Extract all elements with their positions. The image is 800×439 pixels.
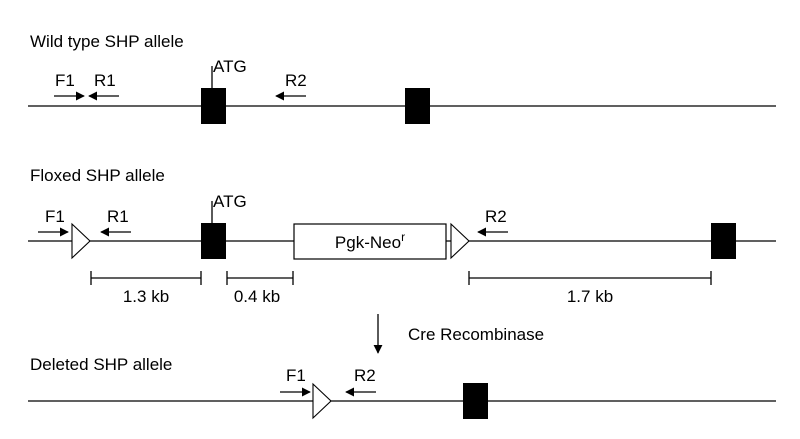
pgk-neo-text: Pgk-Neo [335, 233, 401, 252]
deleted-title: Deleted SHP allele [30, 355, 172, 374]
deleted-r2-label: R2 [354, 366, 376, 385]
deleted-f1-label: F1 [286, 366, 306, 385]
wild-type-exon-2 [405, 88, 430, 124]
distance-1-3kb: 1.3 kb [90, 271, 202, 306]
floxed-loxp-2 [450, 222, 470, 260]
floxed-loxp-1 [71, 222, 91, 260]
distance-2-label: 0.4 kb [234, 287, 280, 306]
floxed-allele: Floxed SHP allele F1 R1 ATG Pgk-Neor R2 … [28, 166, 776, 306]
distance-1-label: 1.3 kb [123, 287, 169, 306]
pgk-neo-label: Pgk-Neor [335, 230, 405, 252]
wild-type-r1-label: R1 [94, 71, 116, 90]
floxed-f1-label: F1 [45, 207, 65, 226]
distance-0-4kb: 0.4 kb [226, 271, 294, 306]
deleted-loxp [312, 382, 332, 420]
pgk-neo-cassette [293, 223, 447, 260]
floxed-r2-label: R2 [485, 207, 507, 226]
floxed-atg-label: ATG [213, 192, 247, 211]
floxed-exon-2 [711, 223, 736, 259]
distance-3-label: 1.7 kb [567, 287, 613, 306]
deleted-allele: Deleted SHP allele F1 R2 [28, 355, 776, 420]
wild-type-atg-label: ATG [213, 57, 247, 76]
floxed-title: Floxed SHP allele [30, 166, 165, 185]
wild-type-exon-1 [201, 88, 226, 124]
wild-type-r2-label: R2 [285, 71, 307, 90]
floxed-exon-1 [201, 223, 226, 259]
pgk-neo-superscript: r [401, 230, 405, 244]
wild-type-title: Wild type SHP allele [30, 32, 184, 51]
distance-1-7kb: 1.7 kb [468, 271, 712, 306]
cre-recombinase-label: Cre Recombinase [408, 325, 544, 344]
deleted-exon-2 [463, 383, 488, 419]
cre-transition: Cre Recombinase [373, 314, 544, 354]
wild-type-allele: Wild type SHP allele F1 R1 ATG R2 [28, 32, 776, 124]
floxed-r1-label: R1 [107, 207, 129, 226]
wild-type-f1-label: F1 [55, 71, 75, 90]
